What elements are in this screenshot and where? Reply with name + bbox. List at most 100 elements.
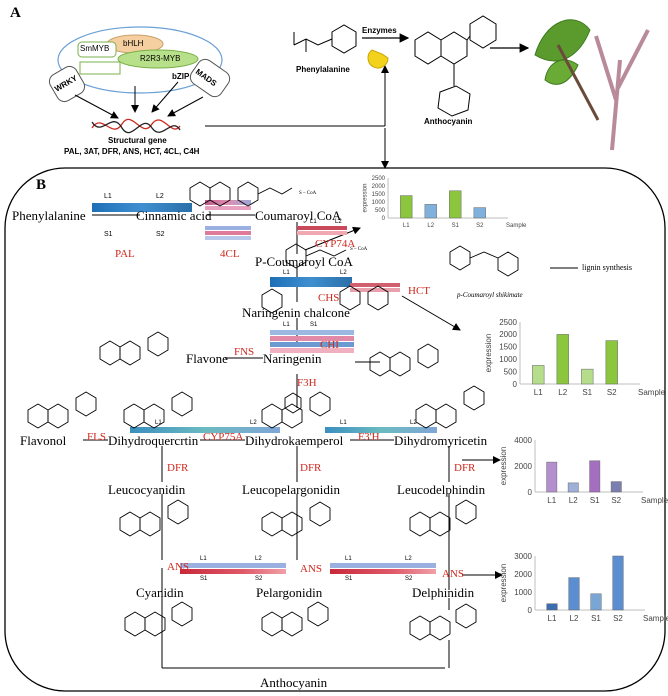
dna-helix-icon: [91, 118, 181, 134]
enzyme-hct: HCT: [408, 285, 430, 297]
y-tick-label: 1500: [372, 192, 386, 198]
x-axis-label: Sample: [643, 614, 668, 623]
x-tick-label: S2: [607, 388, 617, 397]
enzyme-ans-1: ANS: [167, 561, 190, 573]
enzyme-cyp75a: CYP75A: [203, 431, 244, 443]
hm-dfr2-l1: L1: [340, 420, 347, 426]
struct-shikimate: [449, 245, 471, 271]
struct-dhk: [261, 403, 283, 429]
y-tick-label: 500: [504, 367, 518, 376]
compound-p-shikimate: p-Coumaroyl shikimate: [457, 291, 523, 299]
compound-leucopelargonidin: Leucopelargonidin: [242, 482, 340, 497]
bar-l1: [546, 603, 558, 611]
heatmap-ans2: [330, 563, 436, 568]
y-axis-label: expression: [499, 564, 508, 603]
x-axis-label: Sample: [506, 223, 527, 229]
struct-coumaroyl: [237, 181, 259, 207]
x-tick-label: S1: [591, 614, 601, 623]
y-tick-label: 2000: [514, 570, 532, 579]
compound-naringenin-chalcone: Naringenin chalcone: [242, 305, 350, 320]
structural-gene-list: PAL, 3AT, DFR, ANS, HCT, 4CL, C4H: [64, 147, 200, 156]
y-axis-label: expression: [484, 334, 493, 373]
struct-naringenin: [369, 351, 391, 377]
structures: [27, 181, 519, 641]
struct-pcoumaroyl: [285, 243, 307, 269]
bar-s2: [610, 481, 622, 493]
stem-icon: [594, 29, 650, 151]
x-tick-label: L1: [403, 223, 410, 229]
hm-pal-s2: S2: [156, 231, 165, 238]
y-tick-label: 1000: [499, 355, 517, 364]
compound-leucodelphindin: Leucodelphindin: [397, 482, 486, 497]
y-tick-label: 2000: [514, 462, 532, 471]
y-tick-label: 2500: [372, 176, 386, 182]
arrow-to-chart2: [401, 295, 461, 331]
bar-s2: [605, 340, 618, 385]
bar-l1: [546, 461, 558, 493]
compound-naringenin: Naringenin: [263, 351, 322, 366]
top-anthocyanin: Anthocyanin: [424, 117, 473, 126]
bhlh-label: bHLH: [123, 39, 144, 48]
coa-label-2: S – CoA: [350, 247, 368, 252]
compound-p-coumaroyl: P-Coumaroyl CoA: [255, 254, 353, 269]
leaf-icon: [534, 19, 600, 121]
compound-leucocyanidin: Leucocyanidin: [108, 482, 186, 497]
enzyme-fns: FNS: [234, 346, 255, 358]
x-tick-label: S2: [476, 223, 484, 229]
enzyme-chs: CHS: [318, 292, 340, 304]
heatmap-pal: [92, 203, 192, 212]
panel-a-label: A: [10, 5, 21, 21]
bar-l2: [424, 204, 437, 219]
x-tick-label: S1: [590, 496, 600, 505]
compound-dhm: Dihydromyricetin: [394, 433, 488, 448]
y-tick-label: 4000: [514, 436, 532, 445]
enzyme-ans-2: ANS: [300, 563, 323, 575]
y-tick-label: 0: [528, 606, 533, 615]
heatmap-dfr1: [130, 427, 280, 433]
hm-pal-l1: L1: [104, 193, 112, 200]
heatmap-chi: [270, 330, 354, 335]
hm-ans1-l2: L2: [255, 556, 262, 562]
phe-structure-top: [293, 24, 357, 54]
hm-pal-s1: S1: [104, 231, 113, 238]
x-tick-label: L1: [548, 614, 557, 623]
hm-chs-l1: L1: [283, 270, 290, 276]
panel-b-border: [4, 167, 666, 692]
hm-cyp-l1: L1: [310, 219, 317, 225]
compound-flavonol: Flavonol: [20, 433, 67, 448]
x-tick-label: L1: [547, 496, 556, 505]
pathway-lines: [83, 214, 450, 669]
x-tick-label: L2: [558, 388, 567, 397]
compound-coumaroyl: Coumaroyl CoA: [255, 208, 342, 223]
struct-dhq: [123, 403, 145, 429]
enzyme-dfr-2: DFR: [300, 462, 322, 474]
coa-label-1: S – CoA: [299, 191, 317, 196]
heatmap-ans1: [180, 563, 286, 568]
y-tick-label: 1500: [499, 343, 517, 352]
enzyme-pal: PAL: [115, 248, 135, 260]
hm-chs-l2: L2: [340, 270, 347, 276]
smmyb-box: [77, 41, 117, 58]
bar-l1: [400, 195, 413, 219]
hm-dfr1-l2: L2: [250, 420, 257, 426]
compound-cyanidin: Cyanidin: [136, 585, 184, 600]
smmyb-tail: [79, 61, 121, 75]
struct-f3h: [284, 392, 302, 414]
y-axis-label: expression: [362, 183, 368, 212]
struct-flavonol: [27, 403, 49, 429]
enzyme-ans-3: ANS: [442, 568, 465, 580]
top-phenylalanine: Phenylalanine: [296, 65, 350, 74]
tf-outer-ellipse: [57, 26, 223, 94]
wrky-box: [48, 65, 86, 103]
compound-flavone: Flavone: [186, 351, 228, 366]
x-tick-label: S2: [613, 614, 623, 623]
panel-b-label: B: [36, 177, 47, 193]
bar-l2: [568, 577, 580, 611]
mads-box: [189, 58, 231, 98]
enzyme-4cl: 4CL: [220, 248, 240, 260]
lignin-synthesis: lignin synthesis: [582, 263, 633, 272]
bar-l2: [567, 482, 579, 493]
